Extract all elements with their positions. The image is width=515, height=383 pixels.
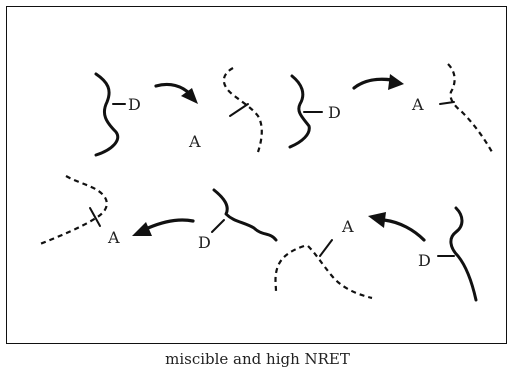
donor-polymer-chain: [437, 206, 478, 302]
acceptor-label: A: [107, 228, 120, 247]
acceptor-polymer-chain: [222, 67, 263, 153]
donor-label: D: [198, 233, 211, 252]
acceptor-label: A: [411, 95, 424, 114]
figure-caption: miscible and high NRET: [165, 350, 350, 368]
donor-polymer-chain: [94, 72, 126, 157]
energy-transfer-arrow: [368, 212, 426, 242]
donor-label: D: [418, 251, 431, 270]
acceptor-polymer-chain: [274, 239, 373, 300]
donor-label: D: [128, 95, 141, 114]
donor-label: D: [328, 103, 341, 122]
donor-polymer-chain: [288, 74, 323, 149]
acceptor-polymer-chain: [439, 63, 493, 153]
figure-frame: [6, 6, 507, 344]
donor-polymer-chain: [211, 188, 278, 242]
energy-transfer-arrow: [132, 218, 195, 236]
acceptor-label: A: [188, 132, 201, 151]
acceptor-polymer-chain: [39, 175, 108, 246]
energy-transfer-arrow: [352, 74, 404, 90]
energy-transfer-arrow: [154, 82, 198, 104]
acceptor-label: A: [341, 217, 354, 236]
